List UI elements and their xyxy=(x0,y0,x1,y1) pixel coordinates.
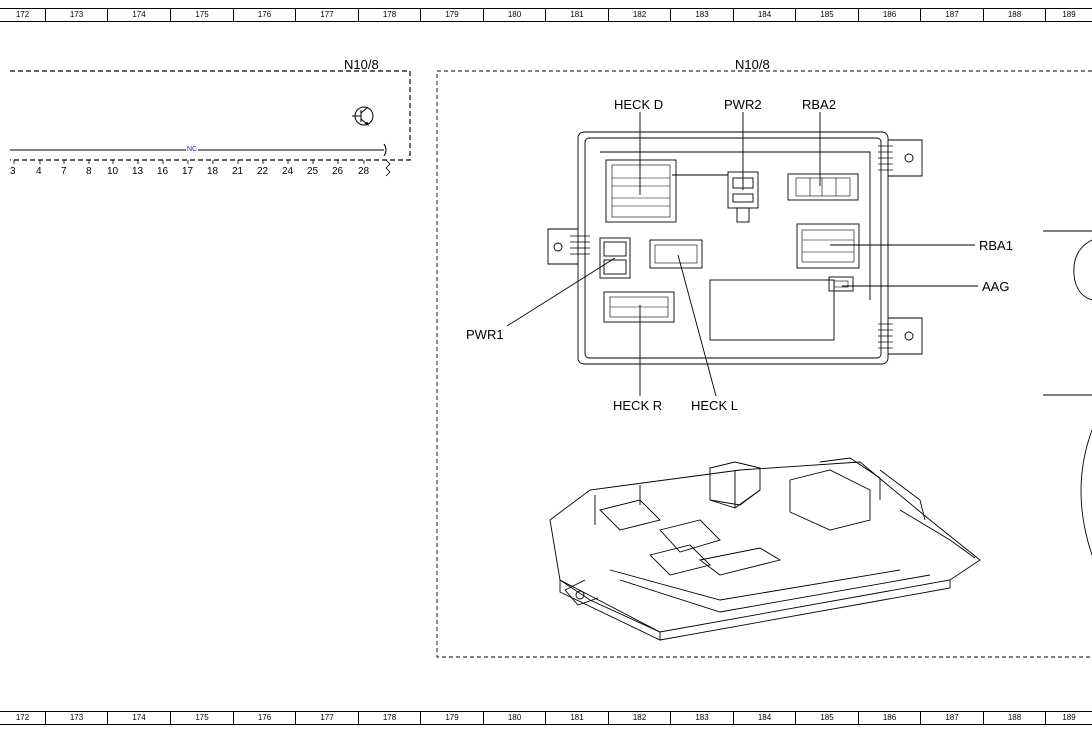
module-isometric-view xyxy=(549,457,981,641)
ruler-cell: 185 xyxy=(795,712,858,724)
ruler-cell: 186 xyxy=(858,9,920,21)
pin-number: 16 xyxy=(157,166,169,177)
ruler-cell: 187 xyxy=(920,9,983,21)
ruler-cell: 182 xyxy=(608,9,670,21)
ruler-cell: 179 xyxy=(420,9,483,21)
column-ruler-bottom: 172 173 174 175 176 177 178 179 180 181 … xyxy=(0,711,1092,725)
pin-number: 22 xyxy=(257,166,269,177)
pin-number: 13 xyxy=(132,166,144,177)
ruler-cell: 175 xyxy=(170,9,233,21)
connector-label-heck-l: HECK L xyxy=(691,398,738,413)
pin-number: 3 xyxy=(10,166,16,177)
ruler-cell: 179 xyxy=(420,712,483,724)
ruler-cell: 177 xyxy=(295,9,358,21)
ruler-cell: 178 xyxy=(358,9,420,21)
pin-number: 18 xyxy=(207,166,219,177)
ruler-cell: 188 xyxy=(983,712,1045,724)
ruler-cell: 174 xyxy=(107,712,170,724)
column-ruler-top: 172 173 174 175 176 177 178 179 180 181 … xyxy=(0,8,1092,22)
connector-label-pwr1: PWR1 xyxy=(466,327,504,342)
right-component-id: N10/8 xyxy=(735,57,770,72)
ruler-cell: 189 xyxy=(1045,9,1092,21)
ruler-cell: 178 xyxy=(358,712,420,724)
pin-number: 7 xyxy=(61,166,67,177)
pin-number: 24 xyxy=(282,166,294,177)
ruler-cell: 187 xyxy=(920,712,983,724)
leader-lines xyxy=(506,112,978,397)
transistor-symbol-icon xyxy=(352,106,374,127)
pin-number: 10 xyxy=(107,166,119,177)
ruler-cell: 172 xyxy=(15,10,30,19)
left-component-box xyxy=(10,70,411,177)
pin-number: 4 xyxy=(36,166,42,177)
pin-number: 8 xyxy=(86,166,92,177)
pin-number: 28 xyxy=(358,166,370,177)
ruler-cell: 173 xyxy=(45,712,107,724)
adjacent-component-edge xyxy=(1043,230,1092,556)
ruler-cell: 176 xyxy=(233,9,295,21)
ruler-cell: 182 xyxy=(608,712,670,724)
ruler-cell: 183 xyxy=(670,9,733,21)
ruler-cell: 184 xyxy=(733,712,795,724)
module-top-view xyxy=(547,131,923,365)
connector-label-rba2: RBA2 xyxy=(802,97,836,112)
nc-label: NC xyxy=(186,146,199,153)
ruler-cell: 177 xyxy=(295,712,358,724)
ruler-cell: 180 xyxy=(483,712,545,724)
ruler-cell: 181 xyxy=(545,9,608,21)
ruler-cell: 181 xyxy=(545,712,608,724)
ruler-cell: 172 xyxy=(15,713,30,722)
pin-number: 25 xyxy=(307,166,319,177)
ruler-cell: 184 xyxy=(733,9,795,21)
ruler-cell: 175 xyxy=(170,712,233,724)
connector-label-pwr2: PWR2 xyxy=(724,97,762,112)
ruler-cell: 185 xyxy=(795,9,858,21)
ruler-cell: 189 xyxy=(1045,712,1092,724)
ruler-cell: 186 xyxy=(858,712,920,724)
right-component-box xyxy=(436,70,1092,658)
ruler-cell: 188 xyxy=(983,9,1045,21)
connector-label-heck-r: HECK R xyxy=(613,398,663,413)
ruler-cell: 173 xyxy=(45,9,107,21)
ruler-cell: 183 xyxy=(670,712,733,724)
ruler-cell: 176 xyxy=(233,712,295,724)
connector-label-aag: AAG xyxy=(982,279,1010,294)
ruler-cell: 180 xyxy=(483,9,545,21)
ruler-cell: 174 xyxy=(107,9,170,21)
connector-label-rba1: RBA1 xyxy=(979,238,1013,253)
left-component-id: N10/8 xyxy=(344,57,379,72)
pin-number: 21 xyxy=(232,166,244,177)
pin-number: 17 xyxy=(182,166,194,177)
connector-label-heck-d: HECK D xyxy=(614,97,664,112)
pin-number: 26 xyxy=(332,166,344,177)
